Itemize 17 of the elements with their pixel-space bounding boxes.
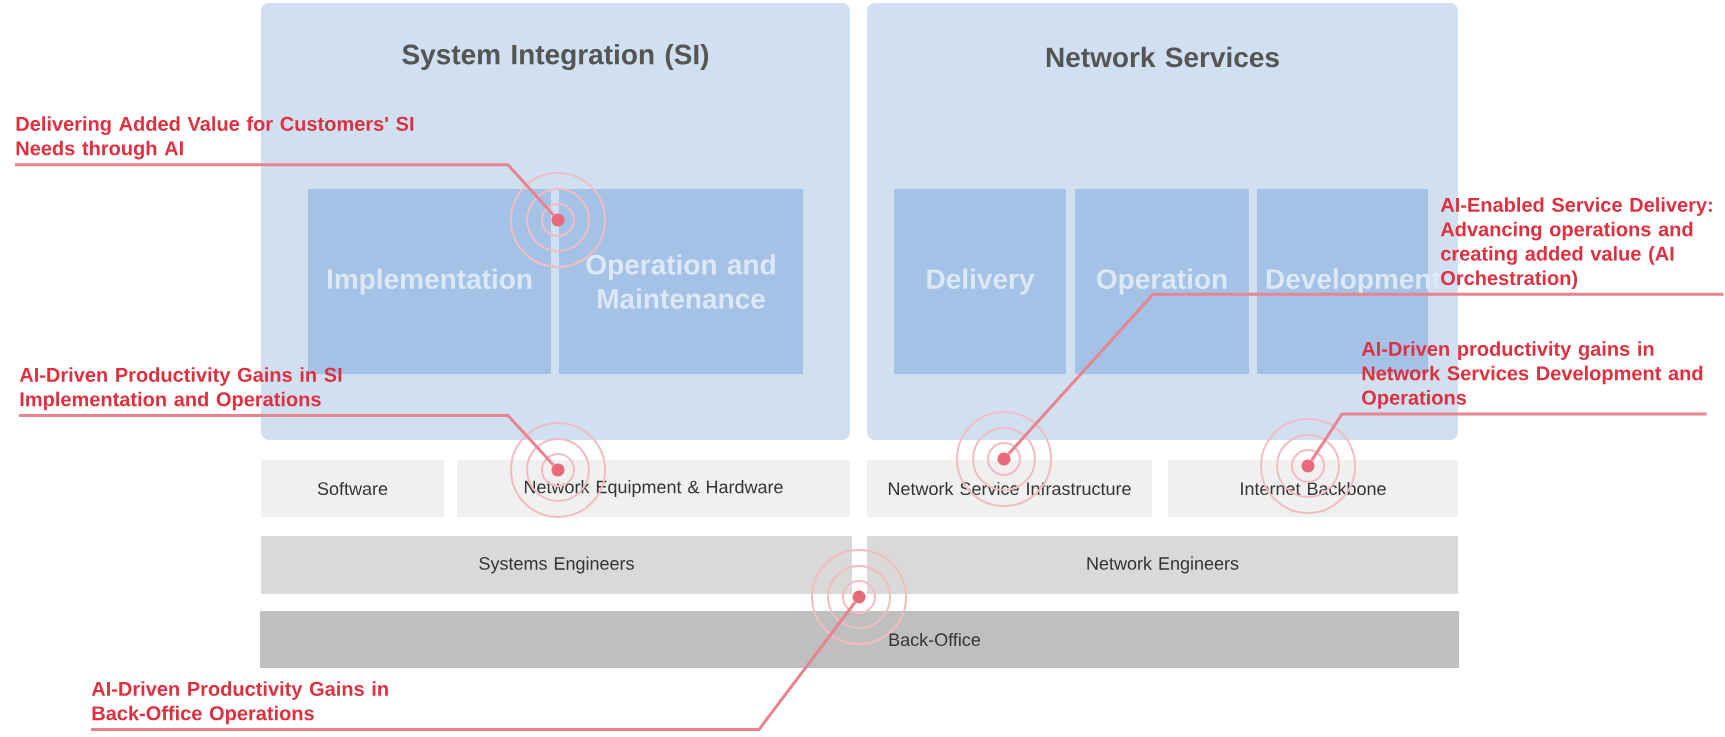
leader-line bbox=[15, 163, 555, 216]
function-box: Operation and Maintenance bbox=[559, 189, 803, 374]
leader-line bbox=[91, 601, 857, 732]
function-box: Operation bbox=[1075, 189, 1249, 374]
callout-text: AI-Enabled Service Delivery: Advancing operations and creating added value (AI Orchestration) bbox=[1440, 197, 1712, 290]
callout-text: AI-Driven Productivity Gains in Back-Office Operations bbox=[91, 681, 388, 725]
callout-text: Delivering Added Value for Customers' SI Needs through AI bbox=[16, 116, 414, 160]
layer-box: Network Engineers bbox=[867, 536, 1458, 594]
leader-line bbox=[1007, 292, 1724, 455]
layer-box: Internet Backbone bbox=[1168, 460, 1458, 517]
function-box: Delivery bbox=[894, 189, 1066, 374]
callout-text: AI-Driven productivity gains in Network Services Development and Operations bbox=[1361, 341, 1703, 409]
leader-line bbox=[1310, 412, 1707, 462]
leader-line bbox=[19, 414, 555, 467]
layer-box: Systems Engineers bbox=[261, 536, 852, 594]
layer-box: Back-Office bbox=[260, 611, 1459, 668]
layer-box: Software bbox=[261, 460, 444, 517]
